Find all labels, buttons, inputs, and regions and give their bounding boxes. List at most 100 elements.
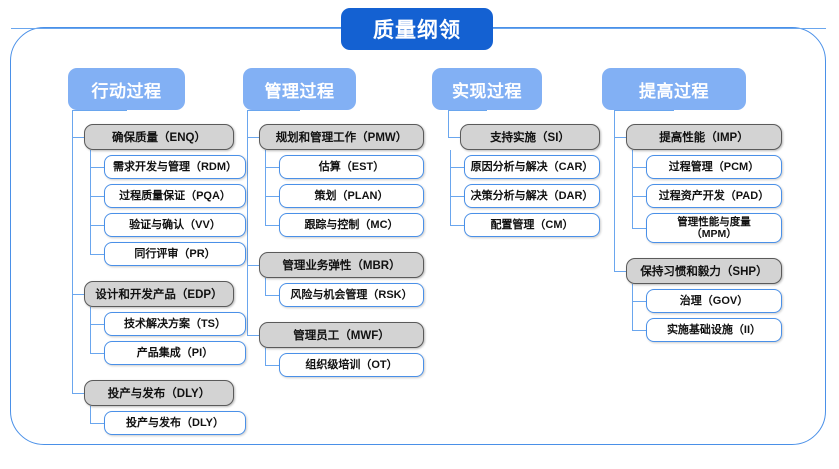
leaf-box-label: 需求开发与管理（RDM） bbox=[112, 160, 238, 173]
child-trunk bbox=[265, 150, 267, 225]
group-box-行动过程-2[interactable]: 设计和开发产品（EDP） bbox=[84, 281, 234, 307]
leaf-stub bbox=[90, 324, 104, 326]
leaf-box-行动过程-2-2[interactable]: 产品集成（PI） bbox=[104, 341, 246, 365]
leaf-stub bbox=[632, 228, 646, 230]
root-connector-left bbox=[11, 28, 341, 30]
leaf-box-label: 组织级培训（OT） bbox=[305, 358, 398, 371]
child-trunk bbox=[90, 150, 92, 254]
root-connector-right bbox=[493, 28, 826, 30]
leaf-stub bbox=[90, 254, 104, 256]
group-box-管理过程-1[interactable]: 规划和管理工作（PMW） bbox=[259, 124, 424, 150]
group-trunk bbox=[247, 110, 249, 335]
group-box-管理过程-2[interactable]: 管理业务弹性（MBR） bbox=[259, 252, 424, 278]
group-trunk bbox=[448, 110, 450, 137]
leaf-box-提高过程-2-1[interactable]: 治理（GOV） bbox=[646, 289, 782, 313]
leaf-box-实现过程-1-1[interactable]: 原因分析与解决（CAR） bbox=[464, 155, 600, 179]
group-box-提高过程-2[interactable]: 保持习惯和毅力（SHP） bbox=[626, 258, 782, 284]
leaf-box-行动过程-1-1[interactable]: 需求开发与管理（RDM） bbox=[104, 155, 246, 179]
group-box-提高过程-1[interactable]: 提高性能（IMP） bbox=[626, 124, 782, 150]
leaf-box-提高过程-1-1[interactable]: 过程管理（PCM） bbox=[646, 155, 782, 179]
group-trunk bbox=[72, 110, 74, 393]
header-stub bbox=[72, 110, 127, 112]
leaf-box-label: 风险与机会管理（RSK） bbox=[290, 288, 413, 301]
leaf-stub bbox=[90, 423, 104, 425]
leaf-box-实现过程-1-2[interactable]: 决策分析与解决（DAR） bbox=[464, 184, 600, 208]
group-box-行动过程-1[interactable]: 确保质量（ENQ） bbox=[84, 124, 234, 150]
leaf-box-行动过程-1-3[interactable]: 验证与确认（VV） bbox=[104, 213, 246, 237]
group-stub bbox=[614, 137, 626, 139]
leaf-stub bbox=[632, 330, 646, 332]
group-box-label: 管理业务弹性（MBR） bbox=[282, 260, 401, 272]
leaf-stub bbox=[265, 225, 279, 227]
group-box-实现过程-1[interactable]: 支持实施（SI） bbox=[460, 124, 600, 150]
leaf-stub bbox=[90, 196, 104, 198]
leaf-stub bbox=[632, 196, 646, 198]
group-box-管理过程-3[interactable]: 管理员工（MWF） bbox=[259, 322, 424, 348]
group-stub bbox=[72, 294, 84, 296]
leaf-box-管理过程-1-2[interactable]: 策划（PLAN） bbox=[279, 184, 424, 208]
leaf-box-管理过程-3-1[interactable]: 组织级培训（OT） bbox=[279, 353, 424, 377]
leaf-box-label: 实施基础设施（II） bbox=[666, 323, 762, 336]
group-box-label: 规划和管理工作（PMW） bbox=[275, 132, 408, 144]
leaf-box-label: 验证与确认（VV） bbox=[129, 218, 221, 231]
leaf-box-label: 过程质量保证（PQA） bbox=[119, 189, 231, 202]
leaf-stub bbox=[632, 167, 646, 169]
group-box-label: 提高性能（IMP） bbox=[659, 132, 749, 144]
root-title-label: 质量纲领 bbox=[373, 19, 461, 42]
leaf-box-label: 过程管理（PCM） bbox=[668, 160, 760, 173]
leaf-box-label: 策划（PLAN） bbox=[314, 189, 389, 202]
leaf-box-label: 投产与发布（DLY） bbox=[126, 416, 224, 429]
root-title-box: 质量纲领 bbox=[341, 8, 493, 50]
group-box-行动过程-3[interactable]: 投产与发布（DLY） bbox=[84, 380, 234, 406]
leaf-stub bbox=[265, 365, 279, 367]
leaf-box-行动过程-1-4[interactable]: 同行评审（PR） bbox=[104, 242, 246, 266]
leaf-box-label: 估算（EST） bbox=[318, 160, 385, 173]
leaf-box-提高过程-1-3[interactable]: 管理性能与度量（MPM） bbox=[646, 213, 782, 243]
group-box-label: 设计和开发产品（EDP） bbox=[95, 289, 223, 301]
leaf-box-label: 原因分析与解决（CAR） bbox=[470, 160, 594, 173]
leaf-box-管理过程-2-1[interactable]: 风险与机会管理（RSK） bbox=[279, 283, 424, 307]
leaf-box-label: 技术解决方案（TS） bbox=[123, 317, 227, 330]
group-stub bbox=[247, 265, 259, 267]
leaf-box-提高过程-2-2[interactable]: 实施基础设施（II） bbox=[646, 318, 782, 342]
column-header-label: 管理过程 bbox=[264, 81, 335, 101]
leaf-box-实现过程-1-3[interactable]: 配置管理（CM） bbox=[464, 213, 600, 237]
group-stub bbox=[448, 137, 460, 139]
column-header-1: 行动过程 bbox=[68, 68, 185, 110]
group-stub bbox=[614, 271, 626, 273]
leaf-box-label: 产品集成（PI） bbox=[136, 346, 214, 359]
group-stub bbox=[247, 137, 259, 139]
leaf-box-行动过程-1-2[interactable]: 过程质量保证（PQA） bbox=[104, 184, 246, 208]
group-trunk bbox=[614, 110, 616, 271]
header-stub bbox=[448, 110, 487, 112]
header-stub bbox=[614, 110, 674, 112]
leaf-box-管理过程-1-1[interactable]: 估算（EST） bbox=[279, 155, 424, 179]
leaf-box-label: 治理（GOV） bbox=[679, 294, 749, 307]
leaf-stub bbox=[450, 196, 464, 198]
group-box-label: 确保质量（ENQ） bbox=[112, 132, 206, 144]
leaf-box-管理过程-1-3[interactable]: 跟踪与控制（MC） bbox=[279, 213, 424, 237]
leaf-stub bbox=[450, 167, 464, 169]
leaf-box-行动过程-2-1[interactable]: 技术解决方案（TS） bbox=[104, 312, 246, 336]
child-trunk bbox=[90, 406, 92, 423]
group-box-label: 支持实施（SI） bbox=[490, 132, 570, 144]
child-trunk bbox=[90, 307, 92, 353]
group-box-label: 投产与发布（DLY） bbox=[107, 388, 211, 400]
child-trunk bbox=[265, 278, 267, 295]
leaf-box-行动过程-3-1[interactable]: 投产与发布（DLY） bbox=[104, 411, 246, 435]
leaf-stub bbox=[90, 225, 104, 227]
child-trunk bbox=[450, 150, 452, 225]
leaf-box-label: 管理性能与度量（MPM） bbox=[677, 215, 751, 240]
leaf-stub bbox=[265, 196, 279, 198]
leaf-box-label: 过程资产开发（PAD） bbox=[658, 189, 770, 202]
leaf-box-label: 跟踪与控制（MC） bbox=[304, 218, 399, 231]
leaf-box-提高过程-1-2[interactable]: 过程资产开发（PAD） bbox=[646, 184, 782, 208]
leaf-box-label: 决策分析与解决（DAR） bbox=[470, 189, 594, 202]
leaf-stub bbox=[90, 353, 104, 355]
leaf-stub bbox=[450, 225, 464, 227]
leaf-box-label: 配置管理（CM） bbox=[490, 218, 574, 231]
group-box-label: 管理员工（MWF） bbox=[293, 330, 390, 342]
group-stub bbox=[72, 137, 84, 139]
leaf-stub bbox=[265, 295, 279, 297]
